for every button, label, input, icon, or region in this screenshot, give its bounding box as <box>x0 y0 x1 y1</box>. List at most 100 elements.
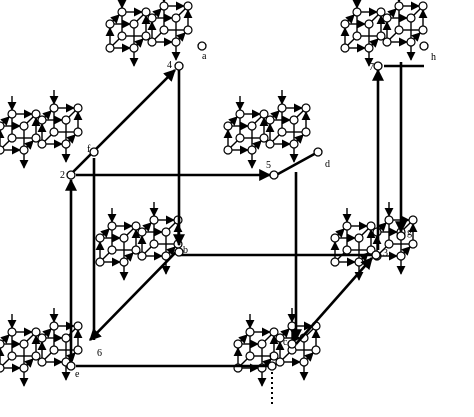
label-1: 1 <box>268 352 273 363</box>
cluster-node <box>364 43 374 53</box>
cluster-edge <box>112 38 120 46</box>
cluster-edge <box>142 222 152 232</box>
cluster-edge <box>304 352 314 362</box>
cluster-node <box>340 19 350 29</box>
cluster-edge <box>42 328 52 338</box>
cluster-node <box>382 13 392 23</box>
cluster-node <box>247 121 257 131</box>
cluster-node <box>382 37 392 47</box>
cluster-node <box>235 109 245 119</box>
cluster-edge <box>136 14 144 22</box>
label-f: f <box>87 144 91 155</box>
cluster-edge <box>26 334 34 342</box>
cluster-edge <box>24 358 34 368</box>
cluster-node <box>95 233 105 243</box>
label-6: 6 <box>97 348 102 359</box>
cluster-node <box>31 351 41 361</box>
cluster-node <box>259 109 269 119</box>
cluster-node <box>107 245 117 255</box>
edge-b-to-6 <box>89 251 177 341</box>
cluster-edge <box>110 14 120 24</box>
cluster-node <box>61 139 71 149</box>
cluster-node <box>376 7 386 17</box>
cluster-node <box>277 103 287 113</box>
cluster-edge <box>387 8 397 18</box>
cluster-node <box>105 19 115 29</box>
cluster-edge <box>124 252 134 262</box>
cluster-node <box>129 19 139 29</box>
cluster-edge <box>2 140 10 148</box>
label-7: 7 <box>369 62 374 73</box>
label-d: d <box>325 159 330 170</box>
edge-5-to-d <box>277 150 319 176</box>
cluster-node <box>61 115 71 125</box>
cluster-node <box>275 333 285 343</box>
cluster-edge <box>42 110 52 120</box>
cluster-node <box>301 127 311 137</box>
cluster-node <box>49 321 59 331</box>
cluster-node <box>366 221 376 231</box>
cluster-edge <box>44 352 52 360</box>
node-3 <box>371 250 381 260</box>
cluster-edge <box>264 334 272 342</box>
cluster-node <box>330 233 340 243</box>
cluster-node <box>289 139 299 149</box>
cluster-node <box>275 357 285 367</box>
cluster-node <box>418 25 428 35</box>
cluster-node <box>354 257 364 267</box>
cluster-edge <box>282 352 290 360</box>
cluster-node <box>247 145 257 155</box>
cluster-node <box>223 121 233 131</box>
node-c <box>287 339 297 349</box>
cluster-node <box>0 363 5 373</box>
node-5 <box>269 170 279 180</box>
cluster-edge <box>24 140 34 150</box>
cluster-node <box>49 103 59 113</box>
cluster-edge <box>152 8 162 18</box>
cluster-node <box>171 13 181 23</box>
cluster-node <box>7 109 17 119</box>
cluster-node <box>37 115 47 125</box>
cluster-node <box>394 25 404 35</box>
cluster-edge <box>0 116 10 126</box>
cluster-node <box>147 13 157 23</box>
cluster-edge <box>254 116 262 124</box>
node-h <box>419 41 429 51</box>
node-g <box>396 231 406 241</box>
cluster-node <box>352 7 362 17</box>
label-c: c <box>283 337 288 348</box>
cluster-edge <box>262 358 272 368</box>
label-b: b <box>183 245 188 256</box>
cluster-edge <box>296 110 304 118</box>
cluster-node <box>149 215 159 225</box>
cluster-edge <box>178 8 186 16</box>
label-5: 5 <box>266 160 271 171</box>
cluster-node <box>235 133 245 143</box>
cluster-node <box>73 127 83 137</box>
cluster-node <box>311 345 321 355</box>
cluster-node <box>269 351 279 361</box>
cluster-node <box>149 239 159 249</box>
node-b <box>174 247 184 257</box>
cluster-node <box>183 1 193 11</box>
cluster-node <box>342 245 352 255</box>
cluster-node <box>376 31 386 41</box>
cluster-edge <box>0 334 10 344</box>
cluster-edge <box>369 38 379 48</box>
cluster-node <box>0 339 5 349</box>
cluster-node <box>159 1 169 11</box>
cluster-node <box>352 31 362 41</box>
cluster-edge <box>100 228 110 238</box>
cluster-edge <box>126 228 134 236</box>
node-1 <box>267 361 277 371</box>
cluster-node <box>37 139 47 149</box>
cluster-node <box>141 7 151 17</box>
cluster-node <box>137 251 147 261</box>
label-h: h <box>431 52 436 63</box>
node-labels: 1 2 3 4 5 6 7 a b c d e f g h <box>60 51 436 380</box>
cluster-edge <box>371 14 379 22</box>
cluster-node <box>354 233 364 243</box>
cluster-edge <box>252 140 262 150</box>
cluster-node <box>137 227 147 237</box>
